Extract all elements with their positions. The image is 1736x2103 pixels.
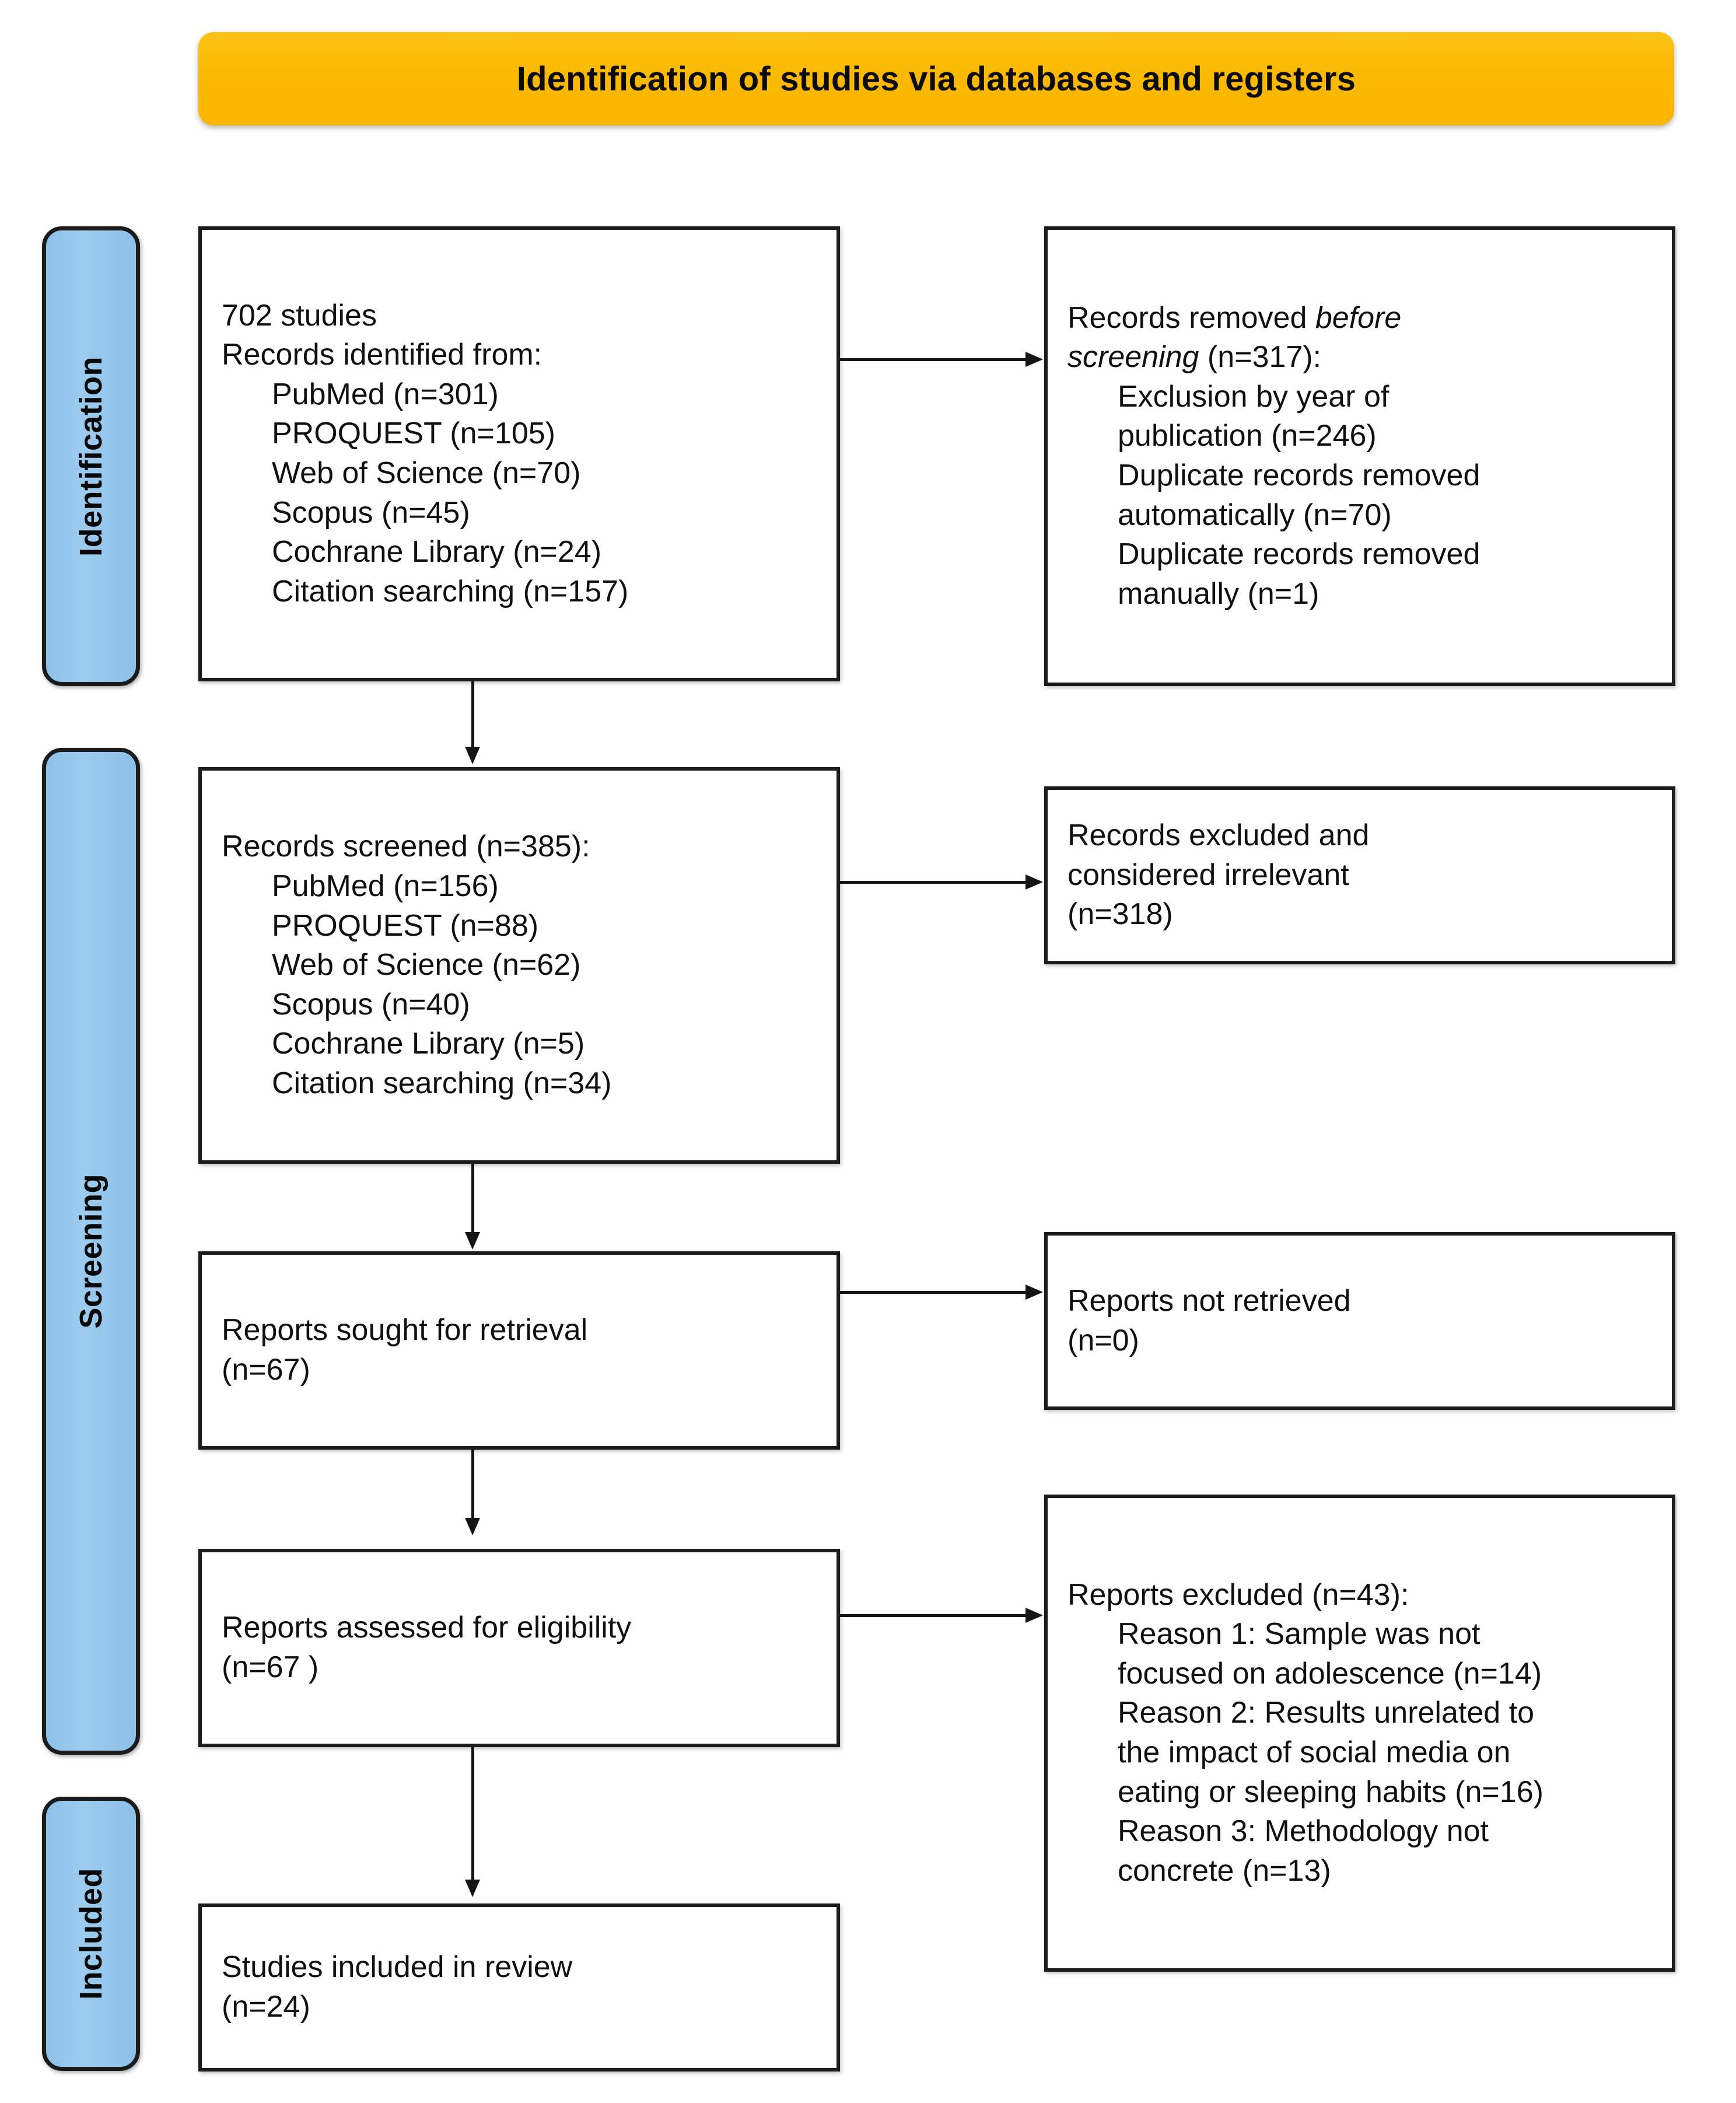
diagram-header-banner: Identification of studies via databases … [198, 32, 1674, 125]
box-records-identified: 702 studies Records identified from: Pub… [198, 226, 840, 681]
flow-line: Reason 2: Results unrelated to [1118, 1696, 1534, 1730]
flow-line: (n=67 ) [222, 1650, 319, 1684]
flow-line: (n=67) [222, 1353, 310, 1387]
flow-line: Records removed before [1068, 299, 1652, 338]
connector-identified-to-removed [840, 358, 1027, 361]
flow-line: Reason 1: Sample was not [1118, 1617, 1480, 1651]
flow-line: Reports not retrieved [1068, 1283, 1351, 1318]
flow-line: Cochrane Library (n=5) [272, 1027, 585, 1061]
arrow-screened-to-sought [465, 1232, 480, 1250]
flow-line: Citation searching (n=157) [272, 574, 629, 608]
flow-text-italic: before [1315, 300, 1402, 335]
flow-text: Records removed [1068, 300, 1315, 335]
connector-assessed-to-reports-excluded [840, 1614, 1027, 1617]
flow-line: the impact of social media on [1118, 1735, 1511, 1769]
flow-line: eating or sleeping habits (n=16) [1118, 1775, 1544, 1809]
stage-tab-identification-label: Identification [74, 356, 108, 557]
connector-identified-to-screened [471, 681, 474, 751]
box-records-identified-content: 702 studies Records identified from: Pub… [202, 296, 836, 612]
box-studies-included-in-review: Studies included in review (n=24) [198, 1903, 840, 2071]
box-records-removed-before-screening: Records removed before screening (n=317)… [1044, 226, 1675, 686]
box-reports-not-retrieved: Reports not retrieved (n=0) [1044, 1232, 1675, 1410]
box-records-screened-content: Records screened (n=385): PubMed (n=156)… [202, 827, 836, 1103]
flow-line: PubMed (n=156) [272, 869, 499, 904]
box-records-excluded: Records excluded and considered irreleva… [1044, 786, 1675, 964]
box-reports-assessed-for-eligibility: Reports assessed for eligibility (n=67 ) [198, 1549, 840, 1747]
flow-line: focused on adolescence (n=14) [1118, 1656, 1542, 1691]
arrow-sought-to-assessed [465, 1518, 480, 1535]
connector-assessed-to-included [471, 1747, 474, 1884]
flow-line: publication (n=246) [1118, 419, 1377, 453]
flow-line: Reports assessed for eligibility [222, 1611, 632, 1645]
box-reports-sought-content: Reports sought for retrieval (n=67) [202, 1311, 836, 1390]
flow-line: Exclusion by year of [1118, 379, 1390, 414]
flow-line: Web of Science (n=62) [272, 948, 581, 982]
flow-line: Records identified from: [222, 338, 542, 372]
flow-line: Cochrane Library (n=24) [272, 535, 602, 569]
arrow-identified-to-screened [465, 747, 480, 764]
arrow-assessed-to-included [465, 1880, 480, 1897]
box-records-screened: Records screened (n=385): PubMed (n=156)… [198, 767, 840, 1164]
flow-line: PROQUEST (n=105) [272, 417, 556, 451]
flow-line: Scopus (n=40) [272, 987, 470, 1021]
flow-line: screening (n=317): [1068, 338, 1652, 377]
stage-tab-screening: Screening [42, 748, 140, 1755]
flow-line: (n=24) [222, 1990, 310, 2024]
flow-line: Studies included in review [222, 1950, 573, 1985]
box-reports-assessed-content: Reports assessed for eligibility (n=67 ) [202, 1608, 836, 1687]
box-records-removed-content: Records removed before screening (n=317)… [1048, 299, 1672, 614]
box-reports-not-retrieved-content: Reports not retrieved (n=0) [1048, 1282, 1672, 1360]
flow-line: Scopus (n=45) [272, 495, 470, 530]
flow-line: Records excluded and [1068, 818, 1370, 853]
flow-line: automatically (n=70) [1118, 498, 1392, 532]
connector-sought-to-assessed [471, 1450, 474, 1523]
flow-text: (n=317): [1199, 340, 1322, 375]
flow-line: Reports sought for retrieval [222, 1313, 588, 1348]
stage-tab-included: Included [42, 1797, 140, 2071]
box-reports-excluded-content: Reports excluded (n=43): Reason 1: Sampl… [1048, 1576, 1672, 1891]
flow-line: concrete (n=13) [1118, 1853, 1331, 1888]
stage-tab-identification: Identification [42, 226, 140, 686]
flow-line: Duplicate records removed [1118, 537, 1480, 572]
flow-line: PROQUEST (n=88) [272, 908, 539, 943]
diagram-title: Identification of studies via databases … [516, 60, 1356, 98]
box-reports-excluded-with-reasons: Reports excluded (n=43): Reason 1: Sampl… [1044, 1495, 1675, 1972]
connector-screened-to-sought [471, 1164, 474, 1237]
flow-line: Reports excluded (n=43): [1068, 1577, 1409, 1612]
flow-line: Duplicate records removed [1118, 459, 1480, 492]
flow-line: (n=0) [1068, 1323, 1139, 1357]
flow-text-italic: screening [1068, 340, 1199, 375]
box-records-excluded-content: Records excluded and considered irreleva… [1048, 816, 1672, 935]
arrow-assessed-to-reports-excluded [1026, 1608, 1043, 1623]
flow-line: manually (n=1) [1118, 576, 1320, 611]
flow-line: Web of Science (n=70) [272, 456, 581, 490]
arrow-identified-to-removed [1026, 352, 1043, 367]
flow-line: Citation searching (n=34) [272, 1066, 612, 1100]
flow-line: 702 studies [222, 298, 377, 333]
box-reports-sought-for-retrieval: Reports sought for retrieval (n=67) [198, 1251, 840, 1450]
arrow-screened-to-excluded [1026, 874, 1043, 890]
box-studies-included-content: Studies included in review (n=24) [202, 1948, 836, 2027]
flow-line: PubMed (n=301) [272, 377, 499, 411]
flow-line: considered irrelevant [1068, 858, 1349, 892]
stage-tab-included-label: Included [74, 1867, 108, 2000]
arrow-sought-to-not-retrieved [1026, 1285, 1043, 1300]
connector-screened-to-excluded [840, 881, 1027, 884]
flow-line: Records screened (n=385): [222, 830, 590, 864]
connector-sought-to-not-retrieved [840, 1291, 1027, 1294]
flow-line: Reason 3: Methodology not [1118, 1814, 1489, 1849]
flow-line: (n=318) [1068, 897, 1173, 932]
stage-tab-screening-label: Screening [74, 1174, 108, 1329]
